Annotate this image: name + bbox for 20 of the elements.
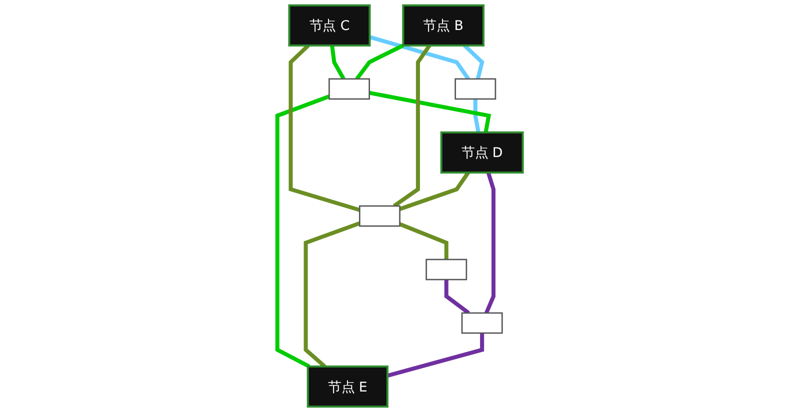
connector bbox=[288, 44, 360, 212]
connector bbox=[473, 98, 480, 133]
node-box bbox=[328, 78, 370, 100]
connector bbox=[330, 45, 346, 80]
node-box bbox=[358, 205, 400, 227]
connector bbox=[444, 280, 470, 315]
node-box: 节点 D bbox=[440, 131, 524, 174]
node-box bbox=[461, 312, 503, 334]
node-box bbox=[426, 258, 468, 280]
node-box: 节点 B bbox=[402, 4, 484, 46]
node-box: 节点 C bbox=[288, 4, 371, 46]
connector bbox=[484, 172, 496, 314]
node-box bbox=[454, 78, 496, 100]
connector bbox=[275, 94, 330, 368]
node-box: 节点 E bbox=[306, 366, 388, 408]
connector bbox=[368, 90, 491, 133]
connector bbox=[355, 44, 404, 80]
connector bbox=[369, 35, 470, 80]
connector bbox=[386, 333, 484, 378]
connector bbox=[398, 222, 448, 260]
